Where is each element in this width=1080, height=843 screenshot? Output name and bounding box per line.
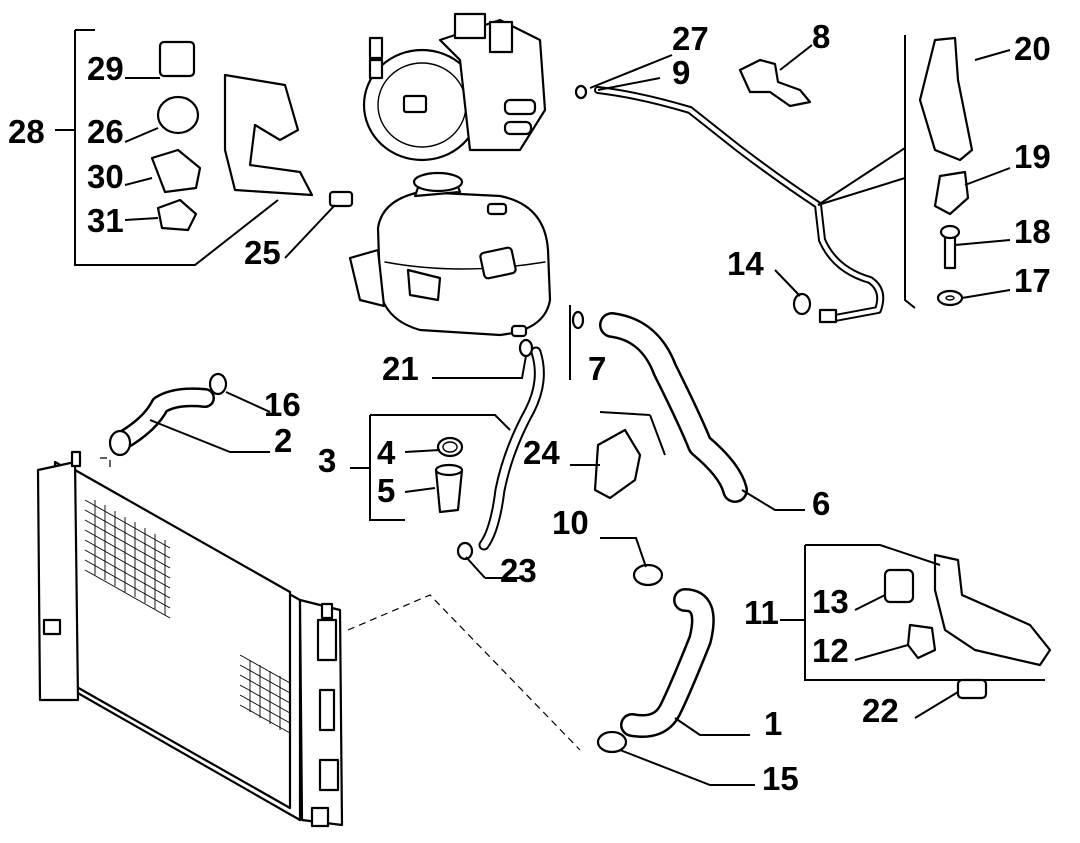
callout-5: 5 xyxy=(377,472,395,509)
callout-30: 30 xyxy=(87,158,124,195)
clip-12 xyxy=(906,623,937,660)
callout-28: 28 xyxy=(8,113,45,150)
bracket-28 xyxy=(223,73,314,197)
clamp-26 xyxy=(156,95,200,135)
clamp-15 xyxy=(596,730,628,754)
callout-15: 15 xyxy=(762,760,799,797)
clip-19 xyxy=(933,170,970,216)
fitting-5 xyxy=(434,468,464,514)
clamp-16 xyxy=(208,372,228,396)
bracket-11 xyxy=(933,553,1052,667)
bracket-20 xyxy=(918,36,974,162)
callout-12: 12 xyxy=(812,632,849,669)
clip-29 xyxy=(158,40,196,78)
radiator xyxy=(36,450,344,828)
callout-19: 19 xyxy=(1014,138,1051,175)
bolt-22 xyxy=(956,678,988,700)
o-ring-4 xyxy=(436,436,464,458)
clip-13 xyxy=(883,568,915,604)
hose-2 xyxy=(108,387,215,457)
clamp-14 xyxy=(792,292,812,316)
hose-1 xyxy=(620,588,715,738)
callout-31: 31 xyxy=(87,202,124,239)
clip-31 xyxy=(156,198,198,232)
callout-25: 25 xyxy=(244,234,281,271)
callout-27: 27 xyxy=(672,20,709,57)
callout-21: 21 xyxy=(382,350,419,387)
ring-27 xyxy=(574,84,588,100)
callout-29: 29 xyxy=(87,50,124,87)
callout-11: 11 xyxy=(744,594,779,631)
clamp-21 xyxy=(518,338,534,358)
callout-2: 2 xyxy=(274,422,292,459)
lpg-reducer xyxy=(362,12,547,162)
callout-26: 26 xyxy=(87,113,124,150)
expansion-tank xyxy=(348,171,552,338)
hose-small-tank xyxy=(478,346,545,551)
clip-8 xyxy=(738,58,812,108)
callout-17: 17 xyxy=(1014,262,1051,299)
callout-8: 8 xyxy=(812,18,830,55)
bolt-25 xyxy=(328,190,354,208)
callout-24: 24 xyxy=(523,434,560,471)
bracket-24 xyxy=(593,428,642,500)
callout-18: 18 xyxy=(1014,213,1051,250)
clip-30 xyxy=(150,148,202,194)
callout-20: 20 xyxy=(1014,30,1051,67)
callout-9: 9 xyxy=(672,54,690,91)
clamp-7 xyxy=(571,310,585,330)
callout-1: 1 xyxy=(764,705,782,742)
callout-22: 22 xyxy=(862,692,899,729)
callout-3: 3 xyxy=(318,442,336,479)
callout-labels: 29 26 28 30 31 25 27 9 8 20 19 18 17 14 … xyxy=(8,18,1051,797)
clamp-23 xyxy=(456,541,474,561)
pipe-9 xyxy=(594,86,885,324)
callout-6: 6 xyxy=(812,485,830,522)
callout-16: 16 xyxy=(264,386,301,423)
callout-13: 13 xyxy=(812,583,849,620)
hose-6 xyxy=(599,312,748,503)
callout-10: 10 xyxy=(552,504,589,541)
reference-dashed-line xyxy=(100,457,581,751)
radiator-core-grid xyxy=(84,499,291,734)
callout-23: 23 xyxy=(500,552,537,589)
leader-lines xyxy=(55,29,1045,786)
washer-17 xyxy=(936,289,964,307)
callout-7: 7 xyxy=(588,350,606,387)
small-parts xyxy=(150,36,1052,754)
callout-14: 14 xyxy=(727,245,764,282)
callout-4: 4 xyxy=(377,434,396,471)
clamp-10 xyxy=(632,563,664,587)
